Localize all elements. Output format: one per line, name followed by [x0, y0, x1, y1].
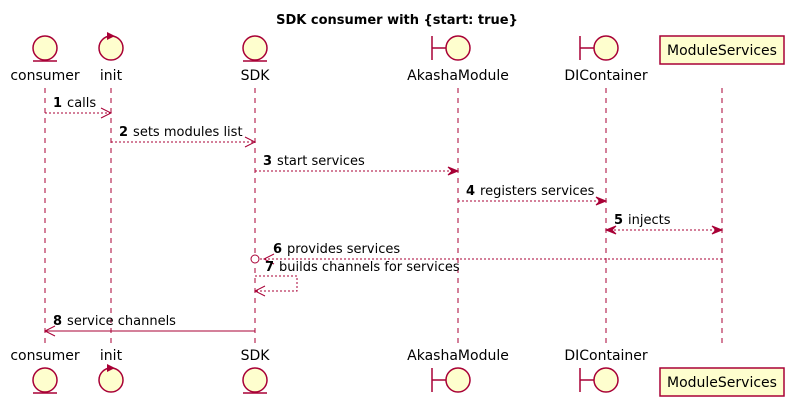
- participant-ms-bottom: ModuleServices: [659, 367, 785, 397]
- message-text: calls: [67, 96, 96, 111]
- participant-label: ModuleServices: [667, 375, 777, 391]
- message-label: 3 start services: [263, 154, 365, 169]
- control-arrow-icon: [107, 364, 115, 372]
- participant-label: SDK: [241, 68, 271, 84]
- message-text: provides services: [287, 242, 400, 257]
- participant-label: init: [100, 348, 123, 364]
- participant-init-bottom: init: [98, 348, 124, 393]
- participant-consumer-top: consumer: [10, 35, 80, 84]
- participant-label: init: [100, 68, 123, 84]
- participant-sdk-top: SDK: [241, 35, 271, 84]
- control-arrow-icon: [107, 32, 115, 40]
- boundary-icon: [593, 367, 619, 393]
- participant-akasha-top: AkashaModule: [407, 35, 509, 84]
- message-text: service channels: [67, 314, 176, 329]
- message-label: 5 injects: [614, 213, 671, 228]
- message-label: 2 sets modules list: [119, 125, 243, 140]
- arrowhead: [43, 325, 56, 337]
- message-3: 3 start services: [255, 154, 460, 176]
- message-text: registers services: [480, 184, 595, 199]
- arrowhead: [253, 285, 266, 297]
- participant-label: ModuleServices: [667, 43, 777, 59]
- participant-box: [659, 35, 785, 65]
- participants: consumerconsumerinitinitSDKSDKAkashaModu…: [10, 32, 785, 397]
- arrowhead: [447, 166, 460, 176]
- message-2: 2 sets modules list: [111, 125, 257, 148]
- arrowhead: [595, 196, 608, 206]
- lifelines: [44, 88, 723, 345]
- message-1: 1 calls: [45, 96, 113, 119]
- control-icon: [98, 367, 124, 393]
- participant-label: consumer: [10, 68, 80, 84]
- message-6: 6 provides services: [250, 242, 722, 265]
- boundary-icon: [593, 35, 619, 61]
- messages: 1 calls 2 sets modules list 3 start services 4…: [43, 96, 724, 337]
- arrowhead: [244, 136, 257, 148]
- entity-icon: [32, 35, 58, 61]
- arrowhead: [100, 107, 113, 119]
- message-number: 8: [53, 314, 62, 329]
- message-label: 7 builds channels for services: [265, 260, 460, 275]
- entity-icon: [242, 367, 268, 393]
- message-number: 1: [53, 96, 62, 111]
- participant-di-top: DIContainer: [564, 35, 648, 84]
- message-text: sets modules list: [133, 125, 243, 140]
- message-number: 5: [614, 213, 623, 228]
- message-label: 6 provides services: [273, 242, 400, 257]
- message-7: 7 builds channels for services: [253, 260, 460, 297]
- participant-label: AkashaModule: [407, 68, 509, 84]
- participant-label: AkashaModule: [407, 348, 509, 364]
- boundary-icon: [445, 367, 471, 393]
- participant-sdk-bottom: SDK: [241, 348, 271, 394]
- boundary-icon: [445, 35, 471, 61]
- entity-icon: [32, 367, 58, 393]
- participant-consumer-bottom: consumer: [10, 348, 80, 394]
- lost-circle-icon: [250, 254, 260, 264]
- participant-ms-top: ModuleServices: [659, 35, 785, 65]
- participant-label: SDK: [241, 348, 271, 364]
- message-label: 8 service channels: [53, 314, 176, 329]
- participant-box: [659, 367, 785, 397]
- message-number: 7: [265, 260, 274, 275]
- participant-akasha-bottom: AkashaModule: [407, 348, 509, 393]
- control-icon: [98, 35, 124, 61]
- message-number: 4: [466, 184, 475, 199]
- message-text: injects: [628, 213, 671, 228]
- message-4: 4 registers services: [458, 184, 608, 206]
- message-number: 6: [273, 242, 282, 257]
- message-label: 4 registers services: [466, 184, 595, 199]
- entity-icon: [242, 35, 268, 61]
- participant-di-bottom: DIContainer: [564, 348, 648, 393]
- message-number: 2: [119, 125, 128, 140]
- participant-label: consumer: [10, 348, 80, 364]
- message-8: 8 service channels: [43, 314, 255, 337]
- message-line: [255, 275, 298, 292]
- message-5: 5 injects: [604, 213, 724, 235]
- message-text: start services: [277, 154, 365, 169]
- arrowhead: [604, 225, 617, 235]
- diagram-title: SDK consumer with {start: true}: [276, 13, 518, 28]
- message-text: builds channels for services: [279, 260, 460, 275]
- message-label: 1 calls: [53, 96, 96, 111]
- participant-label: DIContainer: [564, 348, 648, 364]
- participant-init-top: init: [98, 32, 124, 84]
- message-number: 3: [263, 154, 272, 169]
- arrowhead: [711, 225, 724, 235]
- participant-label: DIContainer: [564, 68, 648, 84]
- arrowhead: [262, 253, 275, 265]
